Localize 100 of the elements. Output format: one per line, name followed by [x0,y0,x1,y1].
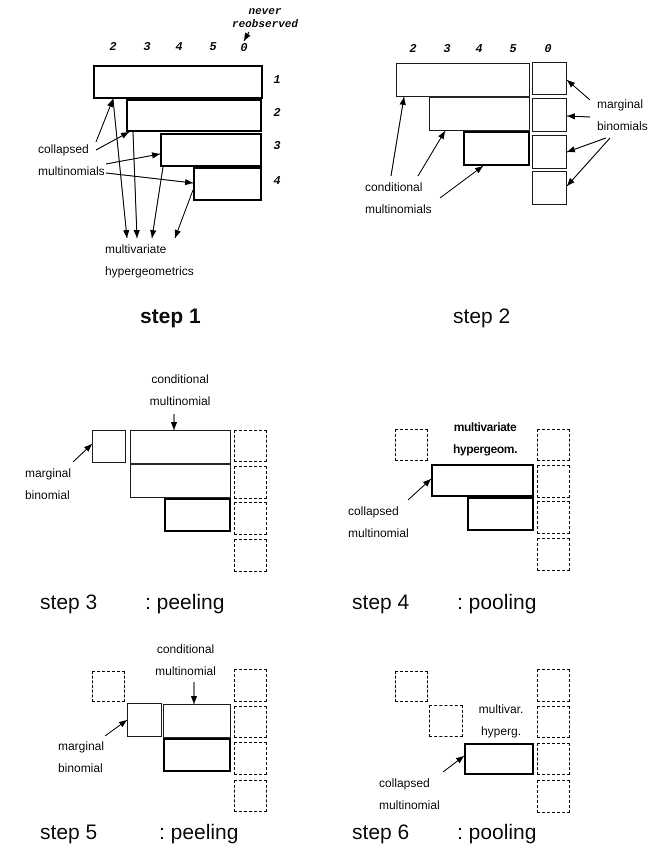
table-block [464,743,534,775]
dashed-square [234,502,267,535]
dashed-square [234,466,267,499]
dashed-square [429,705,463,737]
leader-arrow [72,444,92,462]
annotation-text: collapsed multinomials [38,138,108,182]
annotation-text: marginal binomial [25,462,85,506]
dashed-square [537,743,570,775]
column-number: 3 [442,42,452,56]
table-block [164,498,231,532]
dashed-square [537,465,570,498]
column-number: 0 [238,41,250,55]
small-square [127,703,162,737]
column-number: 5 [208,40,218,54]
leader-arrow [390,96,406,176]
leader-arrow [442,756,464,772]
dashed-square [537,669,570,702]
column-number: 0 [543,42,553,56]
leader-arrow [418,130,446,176]
annotation-text: multivar. hyperg. [478,701,524,740]
table-block [130,464,231,498]
leader-arrow [150,166,164,238]
step-subtitle: : peeling [145,590,224,616]
step-title: step 5 [40,820,98,846]
dashed-square [537,780,570,813]
annotation-text: multivariate hypergeom. [452,419,518,458]
leader-arrow [96,98,114,142]
step-title: step 6 [352,820,410,846]
row-number: 2 [272,106,282,120]
annotation-text: conditional multinomial [140,368,220,412]
step-title: step 4 [352,590,410,616]
dashed-square [234,780,267,812]
row-number: 1 [272,73,282,87]
leader-arrow [174,190,194,238]
row-number: 4 [272,174,282,188]
annotation-text: collapsed multinomial [379,772,454,816]
leader-arrow [96,132,130,150]
table-block [163,738,231,772]
column-number: 2 [108,40,118,54]
annotation-text: conditional multinomial [148,638,223,682]
step-subtitle: : pooling [457,820,536,846]
step-subtitle: : pooling [457,590,536,616]
leader-arrow [566,80,590,100]
table-block [193,167,262,201]
leader-arrow [566,138,606,152]
leader-arrow [566,138,610,186]
leader-arrow [112,98,130,238]
dashed-square [92,671,125,702]
leader-arrow [104,720,128,736]
table-block [463,131,530,166]
table-block [160,133,262,167]
table-block [163,704,231,738]
step-title: step 2 [453,304,510,330]
table-block [431,464,534,497]
leader-arrow [106,152,160,164]
table-block [93,65,263,99]
column-number: 5 [508,42,518,56]
table-block [429,97,530,131]
annotation-text: marginal binomial [58,735,118,779]
annotation-text: multivariate hypergeometrics [105,238,215,282]
dashed-square [537,706,570,738]
step-title: step 3 [40,590,98,616]
annotation-text: collapsed multinomial [348,500,423,544]
dashed-square [234,430,267,462]
small-square [92,430,126,463]
dashed-square [395,429,428,461]
column-number: 2 [408,42,418,56]
leader-arrow [190,682,198,704]
dashed-square [537,538,570,571]
leader-arrow [408,478,432,500]
dashed-square [395,671,428,702]
row-number: 3 [272,139,282,153]
step-subtitle: : peeling [159,820,238,846]
small-square [532,62,567,95]
leader-arrow [106,172,194,186]
dashed-square [234,539,267,572]
small-square [532,171,567,205]
annotation-text: conditional multinomials [365,176,445,220]
column-number: 4 [474,42,484,56]
dashed-square [234,669,267,702]
leader-arrow [566,113,590,120]
annotation-text: marginal binomials [597,93,659,137]
annotation-text: never reobserved [222,6,308,32]
small-square [532,98,567,132]
leader-arrow [440,166,484,198]
small-square [532,135,567,169]
table-block [126,99,262,132]
dashed-square [537,501,570,534]
dashed-square [234,742,267,775]
leader-arrow [132,132,140,238]
dashed-square [537,429,570,461]
column-number: 4 [174,40,184,54]
table-block [130,430,231,464]
column-number: 3 [142,40,152,54]
leader-arrow [244,32,251,42]
table-block [396,63,530,97]
dashed-square [234,706,267,738]
table-block [467,497,534,531]
step-title: step 1 [140,304,201,330]
leader-arrow [170,414,178,430]
